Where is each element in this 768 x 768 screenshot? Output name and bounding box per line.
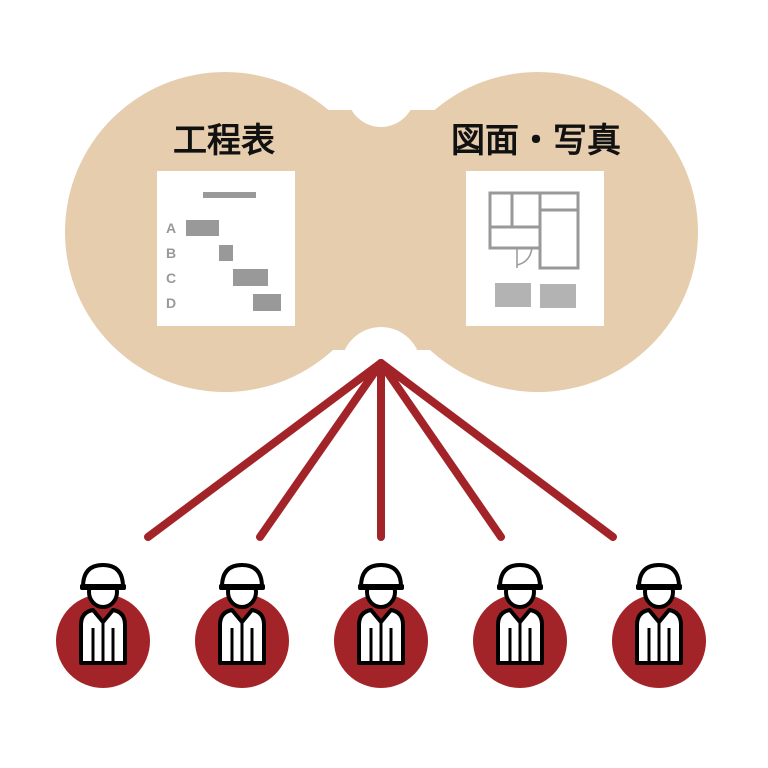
worker-icon: [56, 563, 150, 688]
photo-placeholder-1: [495, 283, 531, 307]
row-label-b: B: [166, 245, 176, 261]
gantt-bar-a: [186, 220, 219, 236]
worker-icon: [334, 563, 428, 688]
row-label-d: D: [166, 295, 176, 311]
photo-placeholder-2: [540, 284, 576, 308]
floorplan-document: [466, 171, 604, 326]
connection-lines: [144, 359, 617, 541]
schedule-title: 工程表: [173, 121, 275, 161]
gantt-bar-d: [253, 294, 281, 311]
row-label-c: C: [166, 270, 176, 286]
worker-icon: [612, 563, 706, 688]
drawings-photos-title: 図面・写真: [451, 121, 621, 161]
row-label-a: A: [166, 220, 176, 236]
gantt-bar-c: [233, 269, 268, 286]
gantt-bar-b: [219, 245, 233, 261]
worker-icon: [473, 563, 567, 688]
worker-icon: [195, 563, 289, 688]
schedule-document: A B C D: [157, 171, 295, 326]
